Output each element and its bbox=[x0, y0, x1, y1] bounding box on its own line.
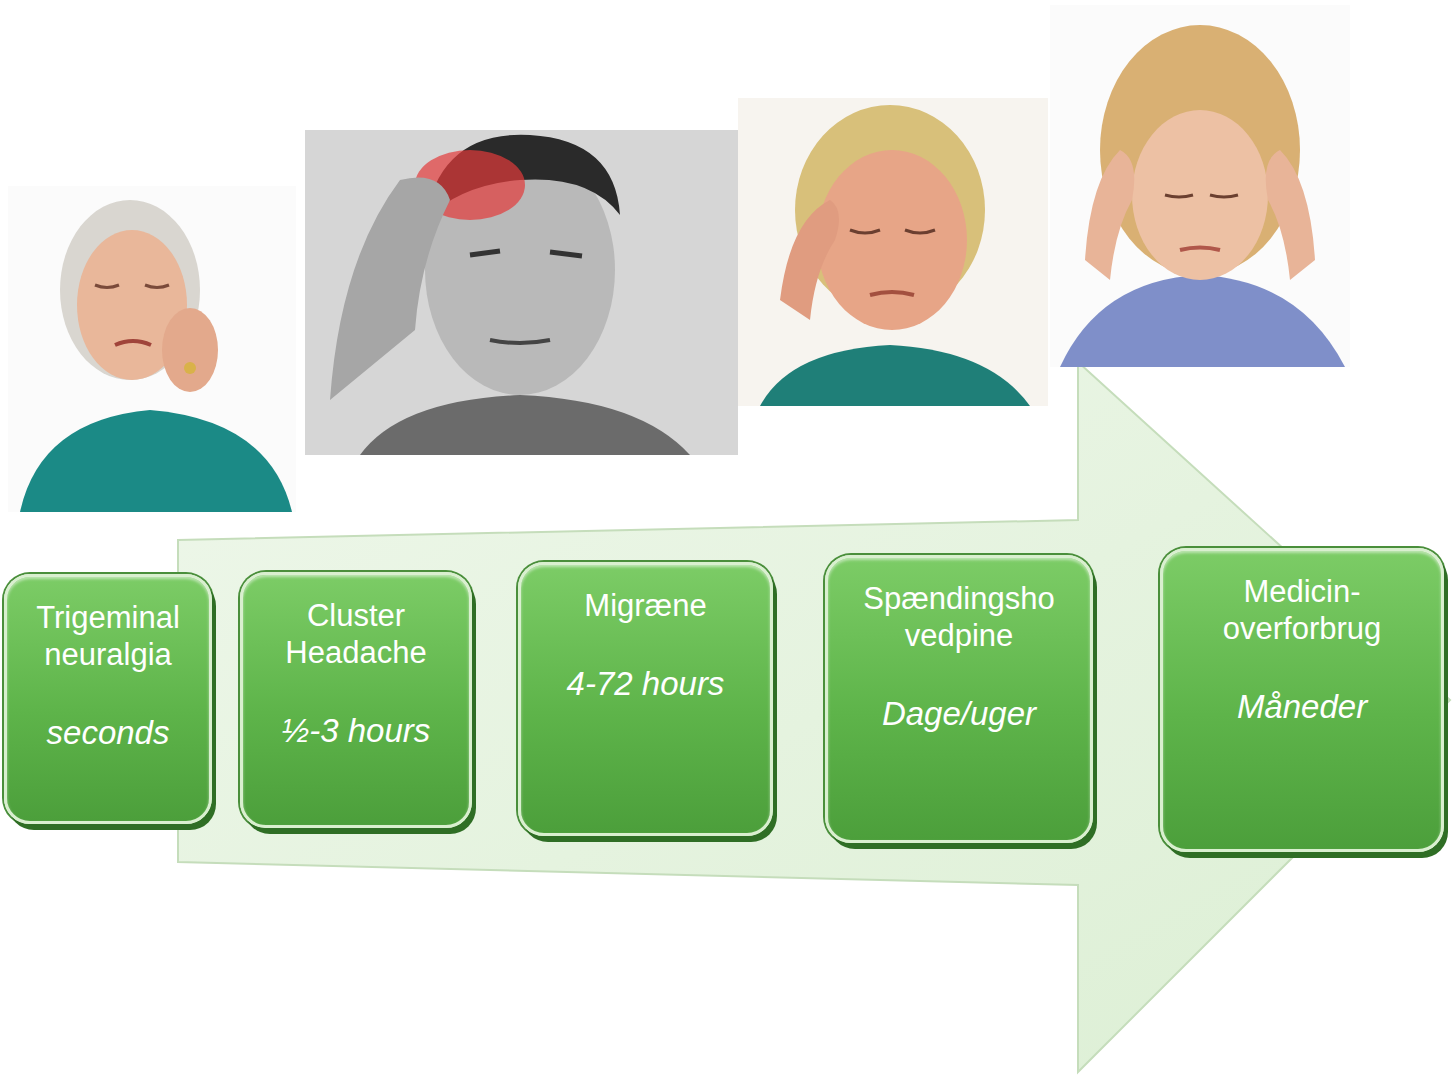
headache-type: Medicin- overforbrug bbox=[1173, 573, 1431, 647]
duration-box: Cluster Headache ½-3 hours bbox=[240, 572, 472, 828]
duration-text: Dage/uger bbox=[882, 694, 1036, 734]
big-arrow bbox=[178, 362, 1450, 1072]
duration-text: 4-72 hours bbox=[567, 664, 725, 704]
duration-box: Spændingsho vedpineDage/uger bbox=[825, 555, 1093, 843]
photo-woman-temple bbox=[738, 98, 1048, 406]
duration-box: Migræne 4-72 hours bbox=[518, 562, 773, 836]
duration-text: Måneder bbox=[1237, 687, 1367, 727]
headache-type: Migræne bbox=[584, 587, 706, 624]
photo-young-woman bbox=[1050, 5, 1350, 367]
photo-older-woman bbox=[8, 186, 296, 512]
duration-text: seconds bbox=[47, 713, 170, 753]
headache-type: Spændingsho vedpine bbox=[838, 580, 1080, 654]
duration-text: ½-3 hours bbox=[282, 711, 431, 751]
headache-type: Cluster Headache bbox=[253, 597, 459, 671]
headache-type: Trigeminal neuralgia bbox=[17, 599, 199, 673]
duration-box: Trigeminal neuralgia seconds bbox=[4, 574, 212, 824]
photo-man bbox=[305, 130, 738, 455]
duration-box: Medicin- overforbrugMåneder bbox=[1160, 548, 1444, 852]
